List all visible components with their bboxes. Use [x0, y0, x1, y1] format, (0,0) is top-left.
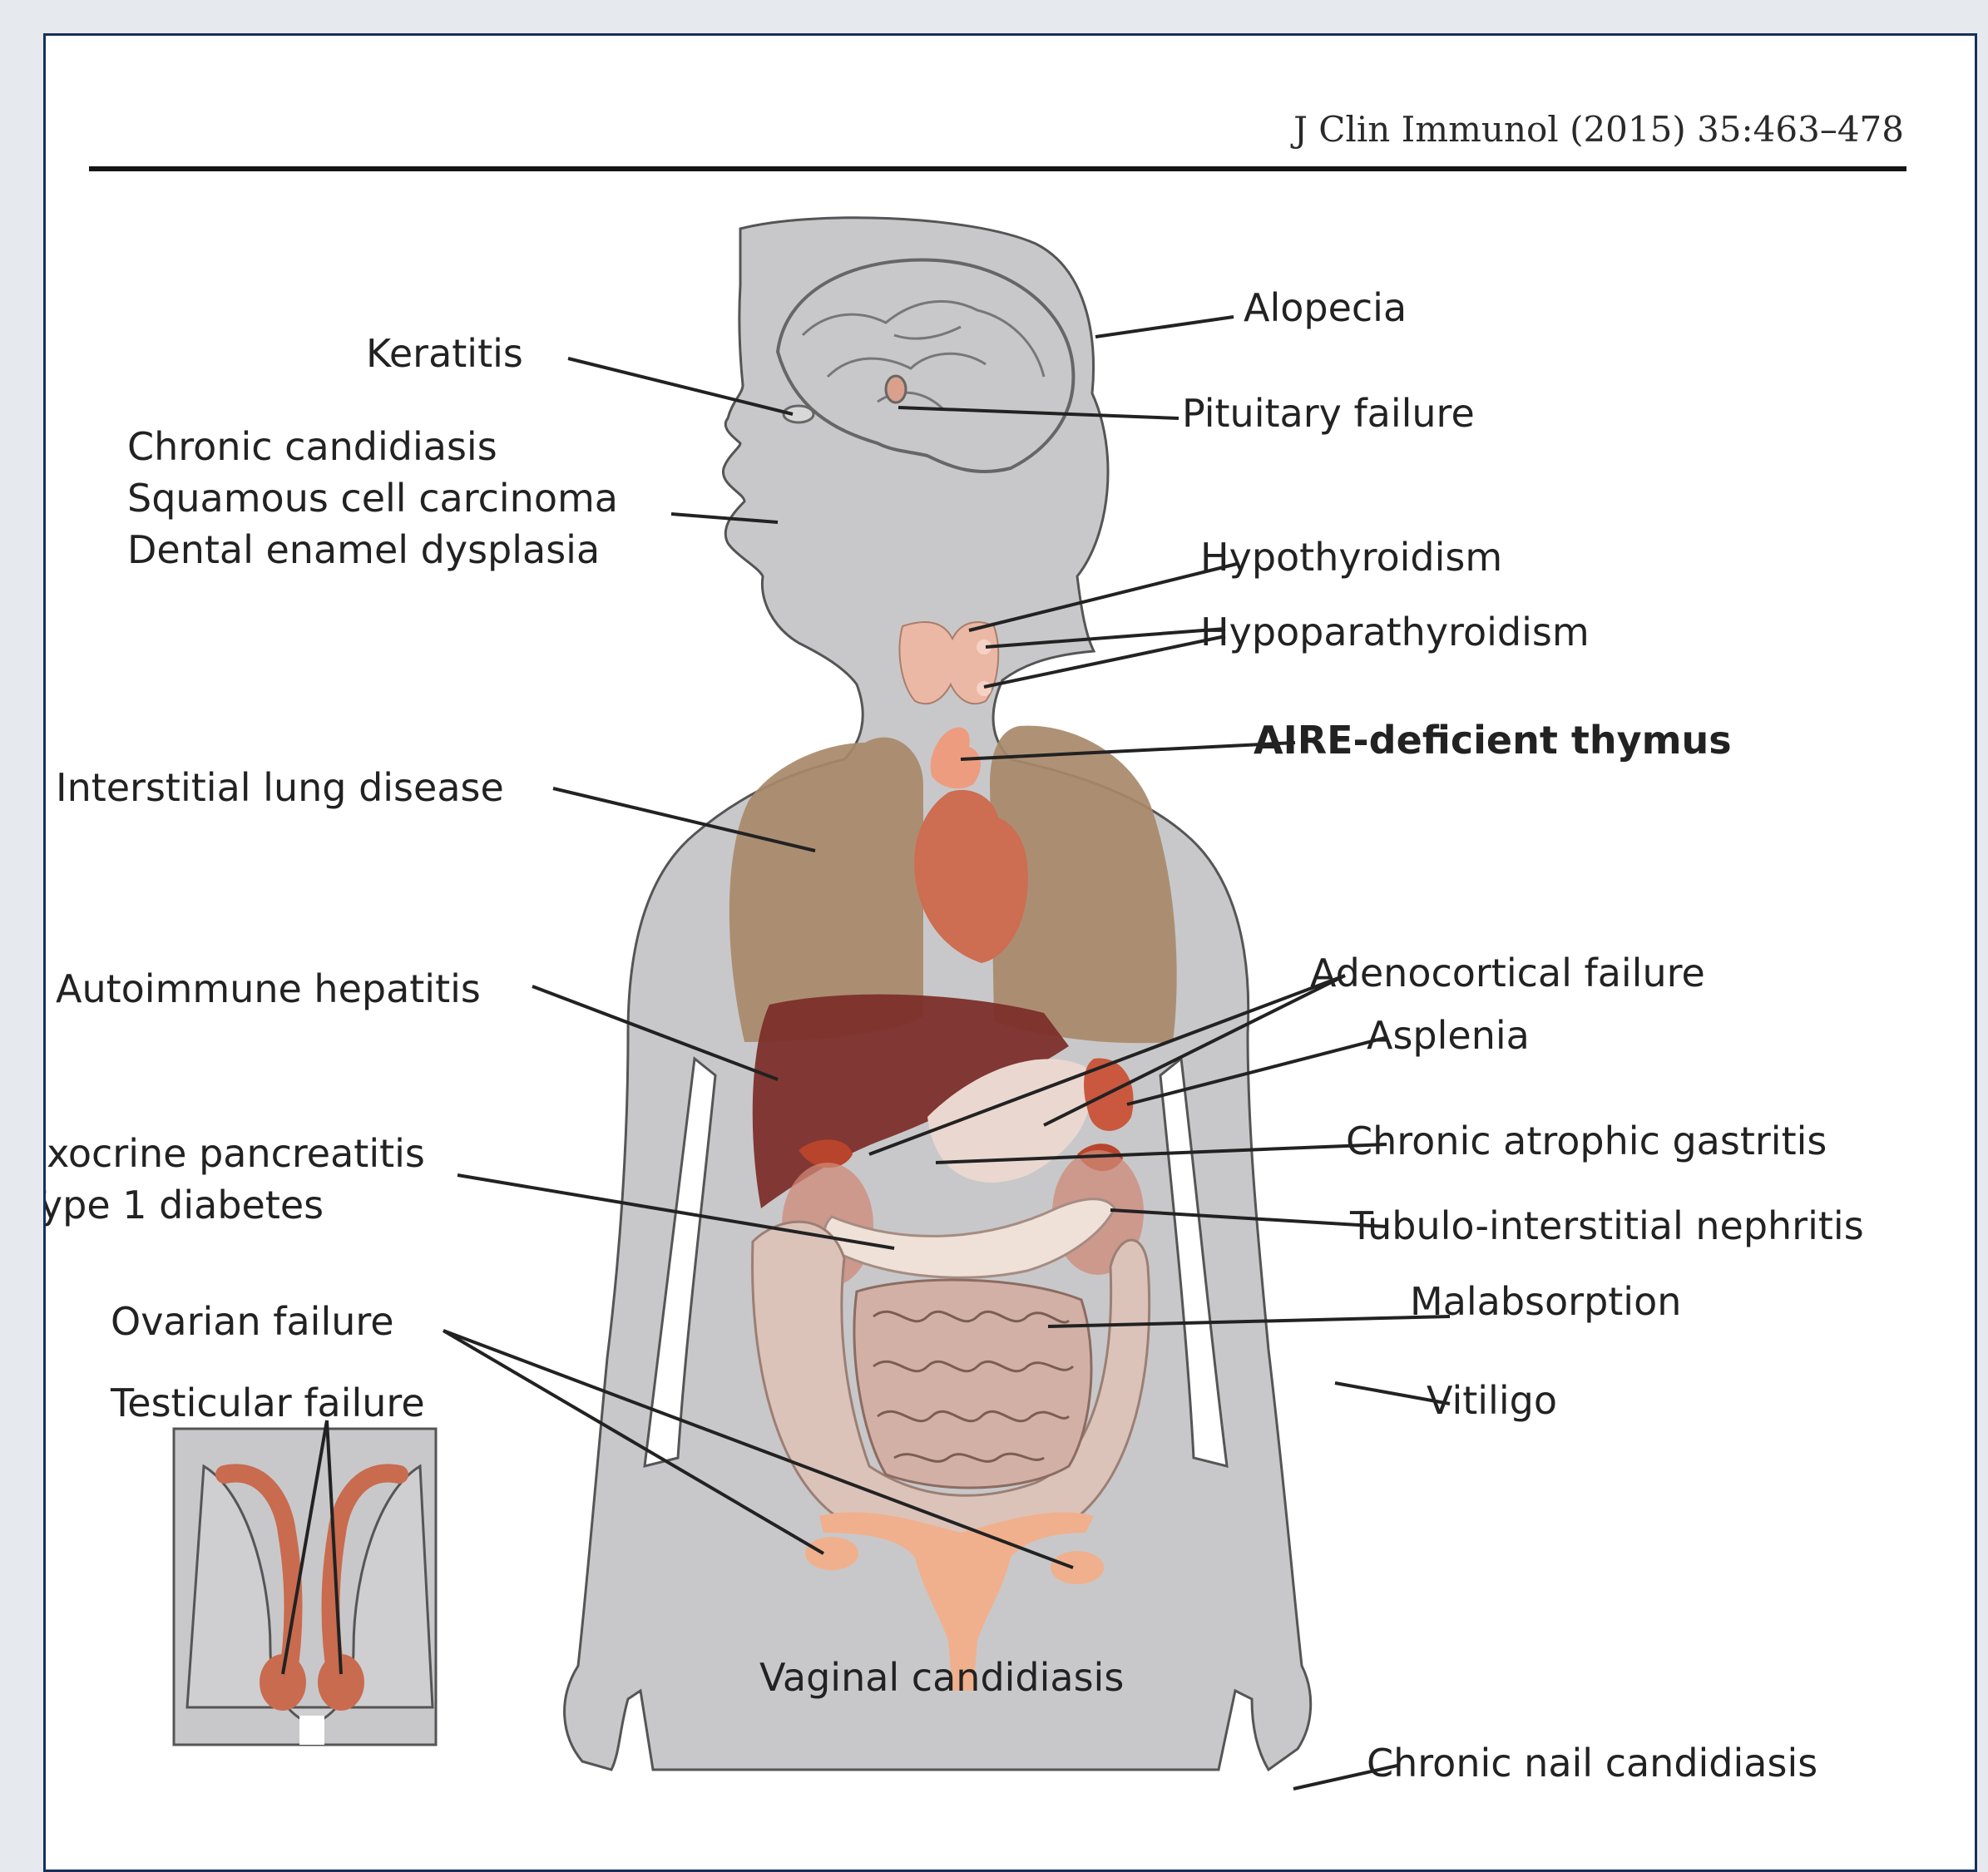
label-malabsorption: Malabsorption	[1410, 1279, 1681, 1324]
label-chronic-nail-candidiasis: Chronic nail candidiasis	[1367, 1741, 1817, 1786]
label-exocrine-pancreatitis: Exocrine pancreatitis	[46, 1131, 425, 1176]
label-dental-enamel-dysplasia: Dental enamel dysplasia	[127, 527, 600, 572]
label-squamous-cell-carcinoma: Squamous cell carcinoma	[127, 476, 618, 521]
left-ovary	[805, 1537, 858, 1570]
label-vaginal-candidiasis: Vaginal candidiasis	[759, 1655, 1124, 1700]
label-vitiligo: Vitiligo	[1427, 1378, 1557, 1423]
pituitary	[886, 376, 906, 403]
label-type1-diabetes: Type 1 diabetes	[46, 1183, 324, 1227]
label-chronic-atrophic-gastritis: Chronic atrophic gastritis	[1346, 1119, 1827, 1163]
label-pituitary-failure: Pituitary failure	[1182, 391, 1475, 436]
figure-page: J Clin Immunol (2015) 35:463–478	[43, 33, 1977, 1872]
aps1-body-diagram: Alopecia Keratitis Pituitary failure Chr…	[46, 36, 1977, 1872]
label-asplenia: Asplenia	[1367, 1013, 1530, 1058]
label-testicular-failure: Testicular failure	[110, 1381, 425, 1425]
leader-alopecia	[1095, 317, 1234, 337]
label-tubulo-interstitial-nephritis: Tubulo-interstitial nephritis	[1349, 1203, 1864, 1248]
label-hypoparathyroidism: Hypoparathyroidism	[1200, 610, 1590, 654]
label-alopecia: Alopecia	[1244, 285, 1407, 330]
left-testis	[260, 1654, 306, 1711]
label-chronic-candidiasis: Chronic candidiasis	[127, 424, 497, 469]
label-interstitial-lung-disease: Interstitial lung disease	[56, 765, 504, 810]
label-hypothyroidism: Hypothyroidism	[1200, 535, 1502, 580]
label-autoimmune-hepatitis: Autoimmune hepatitis	[56, 966, 481, 1011]
testis-inset	[174, 1429, 436, 1745]
label-keratitis: Keratitis	[366, 331, 523, 376]
label-aire-deficient-thymus: AIRE-deficient thymus	[1254, 718, 1732, 763]
right-ovary	[1051, 1551, 1104, 1584]
parathyroid-gland	[977, 681, 992, 696]
inset-gap	[299, 1716, 324, 1745]
label-ovarian-failure: Ovarian failure	[111, 1299, 394, 1344]
label-adenocortical-failure: Adenocortical failure	[1310, 951, 1705, 995]
